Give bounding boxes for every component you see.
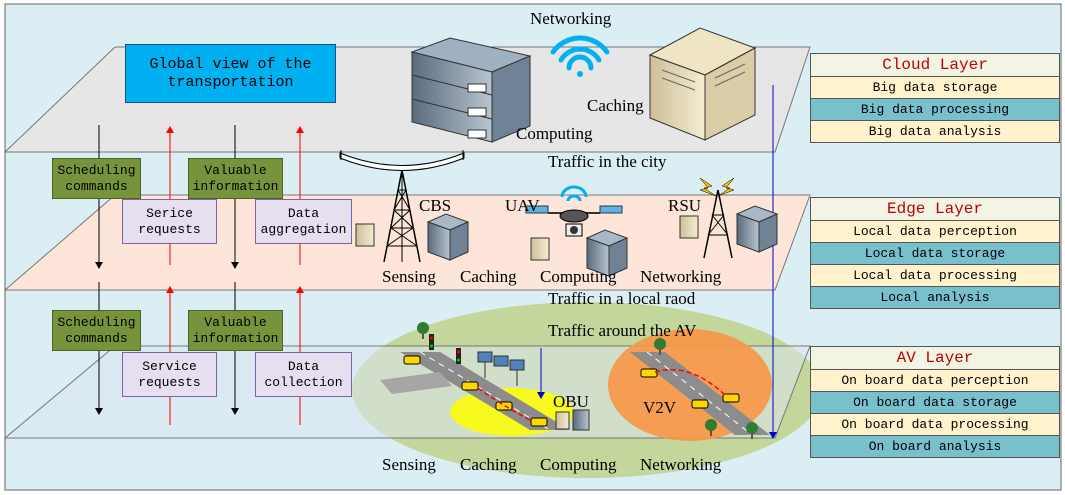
computing-label-cloud: Computing — [516, 124, 593, 143]
av-layer-panel: AV Layer On board data perception On boa… — [810, 346, 1060, 458]
valuable-information-box-edge: Valuable information — [188, 158, 283, 199]
networking-label-top: Networking — [530, 9, 612, 28]
av-caching-label: Caching — [460, 455, 517, 474]
service-requests-box: Service requests — [122, 352, 217, 397]
cloud-layer-row: Big data processing — [811, 99, 1059, 121]
traffic-local-label: Traffic in a local raod — [548, 289, 696, 308]
av-sensing-label: Sensing — [382, 455, 436, 474]
data-collection-box: Data collection — [255, 352, 352, 397]
edge-layer-title: Edge Layer — [811, 198, 1059, 221]
valuable-information-box-av: Valuable information — [188, 310, 283, 351]
traffic-light-icons — [429, 334, 461, 364]
av-layer-row: On board data perception — [811, 370, 1059, 392]
rsu-tower-icon — [699, 177, 735, 259]
cbs-label: CBS — [419, 196, 452, 215]
edge-sensing-label: Sensing — [382, 267, 436, 286]
edge-layer-row: Local data perception — [811, 221, 1059, 243]
edge-layer-panel: Edge Layer Local data perception Local d… — [810, 197, 1060, 309]
caching-label-cloud: Caching — [587, 96, 644, 115]
av-layer-row: On board data storage — [811, 392, 1059, 414]
edge-networking-label: Networking — [640, 267, 722, 286]
data-aggregation-box: Data aggregation — [255, 199, 352, 244]
cloud-layer-panel: Cloud Layer Big data storage Big data pr… — [810, 53, 1060, 143]
rsu-label: RSU — [668, 196, 702, 215]
scheduling-commands-box-edge: Scheduling commands — [52, 158, 141, 199]
vehicle-icons — [403, 355, 740, 427]
edge-layer-row: Local data storage — [811, 243, 1059, 265]
av-layer-row: On board data processing — [811, 414, 1059, 436]
road-intersection — [380, 351, 770, 436]
tree-icons — [417, 322, 758, 439]
edge-layer-row: Local analysis — [811, 287, 1059, 308]
v2v-label: V2V — [643, 398, 677, 417]
serice-requests-box: Serice requests — [122, 199, 217, 244]
av-computing-label: Computing — [540, 455, 617, 474]
global-view-box: Global view of the transportation — [125, 44, 336, 103]
cloud-layer-row: Big data storage — [811, 77, 1059, 99]
av-layer-title: AV Layer — [811, 347, 1059, 370]
edge-computing-label: Computing — [540, 267, 617, 286]
uav-label: UAV — [505, 196, 540, 215]
edge-server-icons — [355, 205, 779, 277]
computing-server-icon — [410, 37, 532, 143]
av-layer-row: On board analysis — [811, 436, 1059, 457]
cbs-tower-icon — [339, 150, 465, 263]
wifi-icon — [550, 35, 610, 77]
traffic-av-label: Traffic around the AV — [548, 321, 697, 340]
cloud-layer-row: Big data analysis — [811, 121, 1059, 142]
edge-caching-label: Caching — [460, 267, 517, 286]
caching-server-icon — [648, 27, 757, 141]
obu-label: OBU — [553, 392, 589, 411]
scheduling-commands-box-av: Scheduling commands — [52, 310, 141, 351]
cloud-layer-title: Cloud Layer — [811, 54, 1059, 77]
av-networking-label: Networking — [640, 455, 722, 474]
uav-drone-icon — [525, 185, 623, 237]
edge-layer-row: Local data processing — [811, 265, 1059, 287]
obu-device-icon — [555, 409, 590, 431]
road-sign-icons — [477, 351, 525, 386]
traffic-city-label: Traffic in the city — [548, 152, 667, 171]
